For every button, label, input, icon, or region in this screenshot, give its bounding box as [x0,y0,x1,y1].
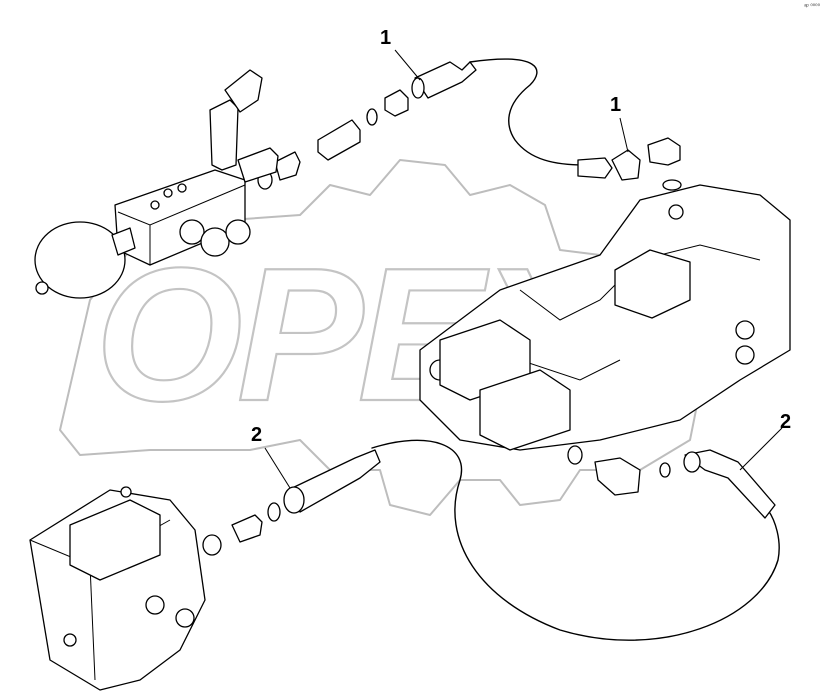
valve-block-lower [29,486,206,691]
solenoid-stem [209,99,239,171]
callout-2-right: 2 [780,411,792,433]
accumulator-neck [111,227,136,256]
adapter-upper-2 [274,151,301,181]
hose-2-elbow-nut [683,451,701,473]
elbow-adapter-upper [647,137,681,166]
accumulator-plug [35,281,49,295]
o-ring-lower-right-1 [567,445,583,465]
leader-lines [264,49,783,489]
washer-lower [267,502,281,522]
callout-1-right: 1 [610,94,622,116]
washer-upper [366,108,378,126]
coupling-upper [317,119,361,161]
leader-2-left [264,447,291,489]
lower-port-2 [175,608,195,628]
hose-1-line [469,58,586,166]
corner-code: ᵃᵖ ⁰⁰⁰⁰ [804,4,820,10]
port-3 [150,200,160,210]
callout-2-left: 2 [251,424,263,446]
valve-block-upper [34,69,279,299]
solenoid-cap [224,69,263,113]
upper-fittings [257,89,409,190]
hose-2-nut [283,486,305,514]
port-right-1 [735,320,755,340]
hose-1-nut [411,77,425,99]
housing-body [419,184,791,451]
hose-1 [411,58,682,191]
solenoid-fitting-right [237,147,279,183]
adapter-lower [231,514,263,543]
stack-section-2 [479,369,571,451]
port-2 [177,183,187,193]
lower-port-3 [63,633,77,647]
cover-plate [614,249,691,319]
coil-2 [200,227,230,257]
adapter-upper-1 [384,89,409,117]
coil-3 [225,219,251,245]
hose-2-line [371,439,780,641]
lower-port-top [120,486,132,498]
accumulator [34,221,126,299]
o-ring-lower-right-2 [659,462,671,478]
port-right-2 [735,345,755,365]
hose-1-fitting-right [577,157,613,179]
leader-1-top [394,49,421,81]
hose-2-elbow [684,449,776,519]
o-ring-lower-left [202,534,222,556]
leader-1-right [619,117,629,153]
lower-port-1 [145,595,165,615]
port-1 [163,188,173,198]
callout-1-top: 1 [380,27,392,49]
lower-fittings [202,502,281,556]
hose-1-fitting-left [414,61,477,99]
o-ring-upper-right [662,179,682,191]
main-valve-housing [419,184,791,451]
lower-block-plate [69,499,161,581]
elbow-adapter-lower [594,457,641,496]
hose-2 [283,439,780,641]
coil-1 [179,219,205,245]
hose-2-fitting-left [287,449,381,513]
leader-2-right [739,427,783,471]
port-top [668,204,684,220]
hose-1-elbow [611,149,641,181]
